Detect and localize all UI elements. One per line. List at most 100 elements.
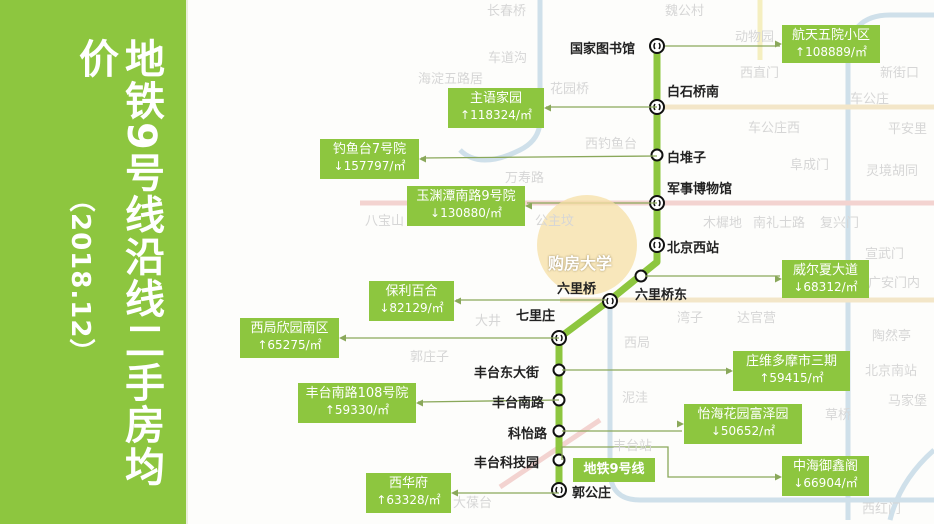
station-label: 科怡路 bbox=[508, 427, 548, 442]
listing-callout: 丰台南路108号院↑59330/㎡ bbox=[298, 383, 416, 423]
background-station-label: 西局 bbox=[624, 336, 651, 351]
station-label: 丰台南路 bbox=[492, 396, 545, 411]
arrowhead-icon bbox=[454, 297, 461, 305]
title-panel: 地铁9号线沿线二手房均价 （2018.12） bbox=[0, 0, 188, 524]
listing-name: 庄维多摩市三期 bbox=[745, 354, 837, 369]
arrowhead-icon bbox=[775, 275, 782, 283]
interchange-station-icon bbox=[602, 293, 618, 309]
listing-name: 中海御鑫阁 bbox=[792, 459, 858, 474]
listing-callout: 玉渊潭南路9号院 ↓130880/㎡ bbox=[407, 186, 525, 226]
listing-price: ↑63328/㎡ bbox=[376, 493, 441, 507]
listing-price: ↑118324/㎡ bbox=[460, 108, 532, 122]
listing-name: 主语家园 bbox=[469, 91, 522, 106]
station-icon bbox=[650, 148, 664, 162]
listing-name: 玉渊潭南路9号院 bbox=[416, 189, 516, 204]
background-line bbox=[887, 448, 934, 521]
listing-callout: 西华府 ↑63328/㎡ bbox=[366, 473, 451, 513]
interchange-station-icon bbox=[551, 482, 567, 498]
listing-callout: 西局欣园南区↑65275/㎡ bbox=[240, 318, 339, 358]
station-label: 国家图书馆 bbox=[570, 42, 636, 57]
background-station-label: 木樨地 bbox=[703, 216, 743, 231]
listing-price: ↓68312/㎡ bbox=[793, 280, 858, 294]
listing-price: ↑108889/㎡ bbox=[795, 45, 867, 59]
interchange-glyph-icon bbox=[653, 42, 661, 50]
listing-callout: 怡海花园富泽园 ↓50652/㎡ bbox=[684, 404, 802, 444]
background-station-label: 宣武门 bbox=[865, 247, 905, 262]
listing-callout: 钓鱼台7号院 ↓157797/㎡ bbox=[320, 139, 419, 179]
arrowhead-icon bbox=[451, 489, 458, 497]
interchange-station-icon bbox=[649, 237, 665, 253]
station-label: 丰台东大街 bbox=[474, 366, 540, 381]
background-station-label: 海淀五路居 bbox=[418, 72, 484, 87]
background-station-label: 车公庄 bbox=[850, 92, 890, 107]
background-station-label: 车公庄西 bbox=[748, 121, 801, 136]
station-label: 丰台科技园 bbox=[474, 456, 540, 471]
background-station-label: 达官营 bbox=[737, 311, 777, 326]
arrowhead-icon bbox=[525, 202, 532, 210]
listing-name: 怡海花园富泽园 bbox=[697, 407, 789, 422]
background-station-label: 广安门内 bbox=[868, 276, 921, 291]
background-station-label: 花园桥 bbox=[550, 82, 590, 97]
background-station-label: 郭庄子 bbox=[410, 350, 450, 365]
listing-name: 保利百合 bbox=[385, 284, 438, 299]
background-station-label: 阜成门 bbox=[790, 158, 830, 173]
callout-arrow bbox=[561, 446, 780, 478]
listing-price: ↓66904/㎡ bbox=[793, 476, 858, 490]
watermark-logo-text: 购房大学 bbox=[548, 254, 613, 273]
station-label: 白堆子 bbox=[667, 151, 707, 166]
background-station-label: 动物园 bbox=[735, 30, 775, 45]
station-label: 六里桥 bbox=[557, 282, 597, 297]
arrowhead-icon bbox=[544, 104, 551, 112]
background-station-label: 西直门 bbox=[740, 66, 780, 81]
listing-price: ↓50652/㎡ bbox=[710, 424, 776, 438]
station-label: 六里桥东 bbox=[635, 288, 688, 303]
arrowhead-icon bbox=[775, 40, 782, 48]
listing-price: ↑59330/㎡ bbox=[324, 403, 390, 417]
page-title: 地铁9号线沿线二手房均价 bbox=[72, 38, 164, 488]
interchange-glyph-icon bbox=[606, 297, 614, 305]
arrowhead-icon bbox=[416, 399, 423, 407]
background-station-label: 泥洼 bbox=[622, 391, 649, 406]
background-station-label: 大井 bbox=[475, 314, 502, 329]
background-station-label: 西红门 bbox=[862, 502, 902, 517]
station-label: 七里庄 bbox=[516, 309, 556, 324]
station-icon bbox=[552, 453, 566, 467]
arrowhead-icon bbox=[419, 155, 426, 163]
background-station-label: 南礼士路 bbox=[753, 216, 806, 231]
watermark-logo bbox=[537, 195, 637, 295]
interchange-glyph-icon bbox=[653, 241, 661, 249]
arrowhead-icon bbox=[775, 473, 782, 481]
background-station-label: 马家堡 bbox=[888, 394, 928, 409]
background-station-label: 草桥 bbox=[825, 408, 852, 423]
background-station-label: 北京南站 bbox=[865, 364, 918, 379]
background-station-label: 新街口 bbox=[880, 66, 920, 81]
background-station-label: 灵境胡同 bbox=[866, 164, 919, 179]
listing-price: ↓82129/㎡ bbox=[379, 301, 444, 315]
listing-callout: 庄维多摩市三期 ↑59415/㎡ bbox=[733, 351, 850, 391]
listing-price: ↑59415/㎡ bbox=[759, 371, 824, 385]
listing-price: ↓130880/㎡ bbox=[430, 206, 502, 220]
station-label: 北京西站 bbox=[667, 241, 720, 256]
listing-callout: 主语家园 ↑118324/㎡ bbox=[448, 88, 544, 128]
background-station-label: 车道沟 bbox=[488, 51, 528, 66]
background-station-label: 公主坟 bbox=[535, 214, 575, 229]
background-station-label: 大葆台 bbox=[453, 496, 493, 511]
station-label: 白石桥南 bbox=[667, 85, 720, 100]
background-station-label: 陶然亭 bbox=[872, 329, 912, 344]
background-station-label: 平安里 bbox=[888, 122, 928, 137]
arrowhead-icon bbox=[339, 334, 346, 342]
interchange-station-icon bbox=[649, 38, 665, 54]
listing-name: 威尔夏大道 bbox=[792, 263, 858, 278]
arrowhead-icon bbox=[677, 420, 684, 428]
listing-name: 西华府 bbox=[388, 476, 428, 491]
arrowhead-icon bbox=[726, 367, 733, 375]
listing-name: 航天五院小区 bbox=[791, 28, 870, 43]
callout-arrow bbox=[420, 155, 658, 159]
page-date: （2018.12） bbox=[65, 186, 95, 366]
listing-callout: 保利百合 ↓82129/㎡ bbox=[369, 281, 454, 321]
listing-price: ↓157797/㎡ bbox=[333, 159, 406, 173]
station-label: 郭公庄 bbox=[572, 486, 612, 501]
background-station-label: 丰台站 bbox=[613, 439, 653, 454]
listing-name: 西局欣园南区 bbox=[250, 321, 329, 336]
listing-name: 钓鱼台7号院 bbox=[332, 142, 407, 157]
